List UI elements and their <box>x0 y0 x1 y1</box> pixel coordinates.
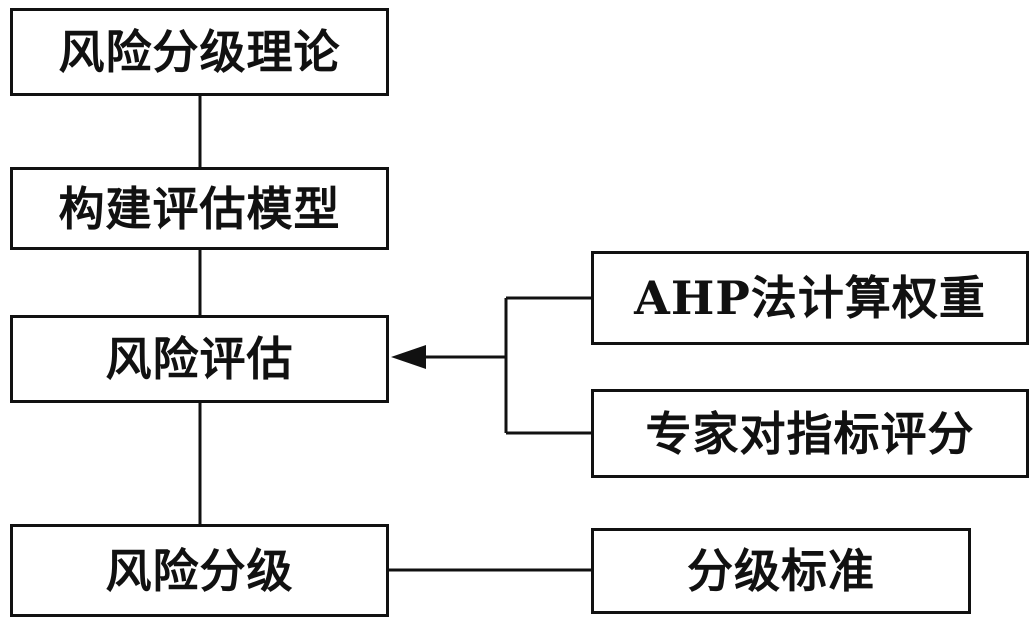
node-label: 专家对指标评分 <box>645 406 975 461</box>
node-label: 风险分级理论 <box>58 25 341 79</box>
node-expert-scoring: 专家对指标评分 <box>591 389 1029 478</box>
node-label: AHP法计算权重 <box>634 271 986 325</box>
arrowhead-icon <box>391 345 426 369</box>
node-risk-grading-theory: 风险分级理论 <box>10 8 389 96</box>
node-risk-assessment: 风险评估 <box>10 315 389 403</box>
node-label: 风险评估 <box>105 332 294 386</box>
node-build-assessment-model: 构建评估模型 <box>10 167 389 250</box>
node-risk-grading: 风险分级 <box>10 524 389 617</box>
node-label: 构建评估模型 <box>58 181 341 236</box>
node-ahp-weights: AHP法计算权重 <box>591 251 1029 345</box>
node-grading-standard: 分级标准 <box>591 528 971 614</box>
node-label: 风险分级 <box>105 543 294 598</box>
node-label: 分级标准 <box>687 544 875 598</box>
